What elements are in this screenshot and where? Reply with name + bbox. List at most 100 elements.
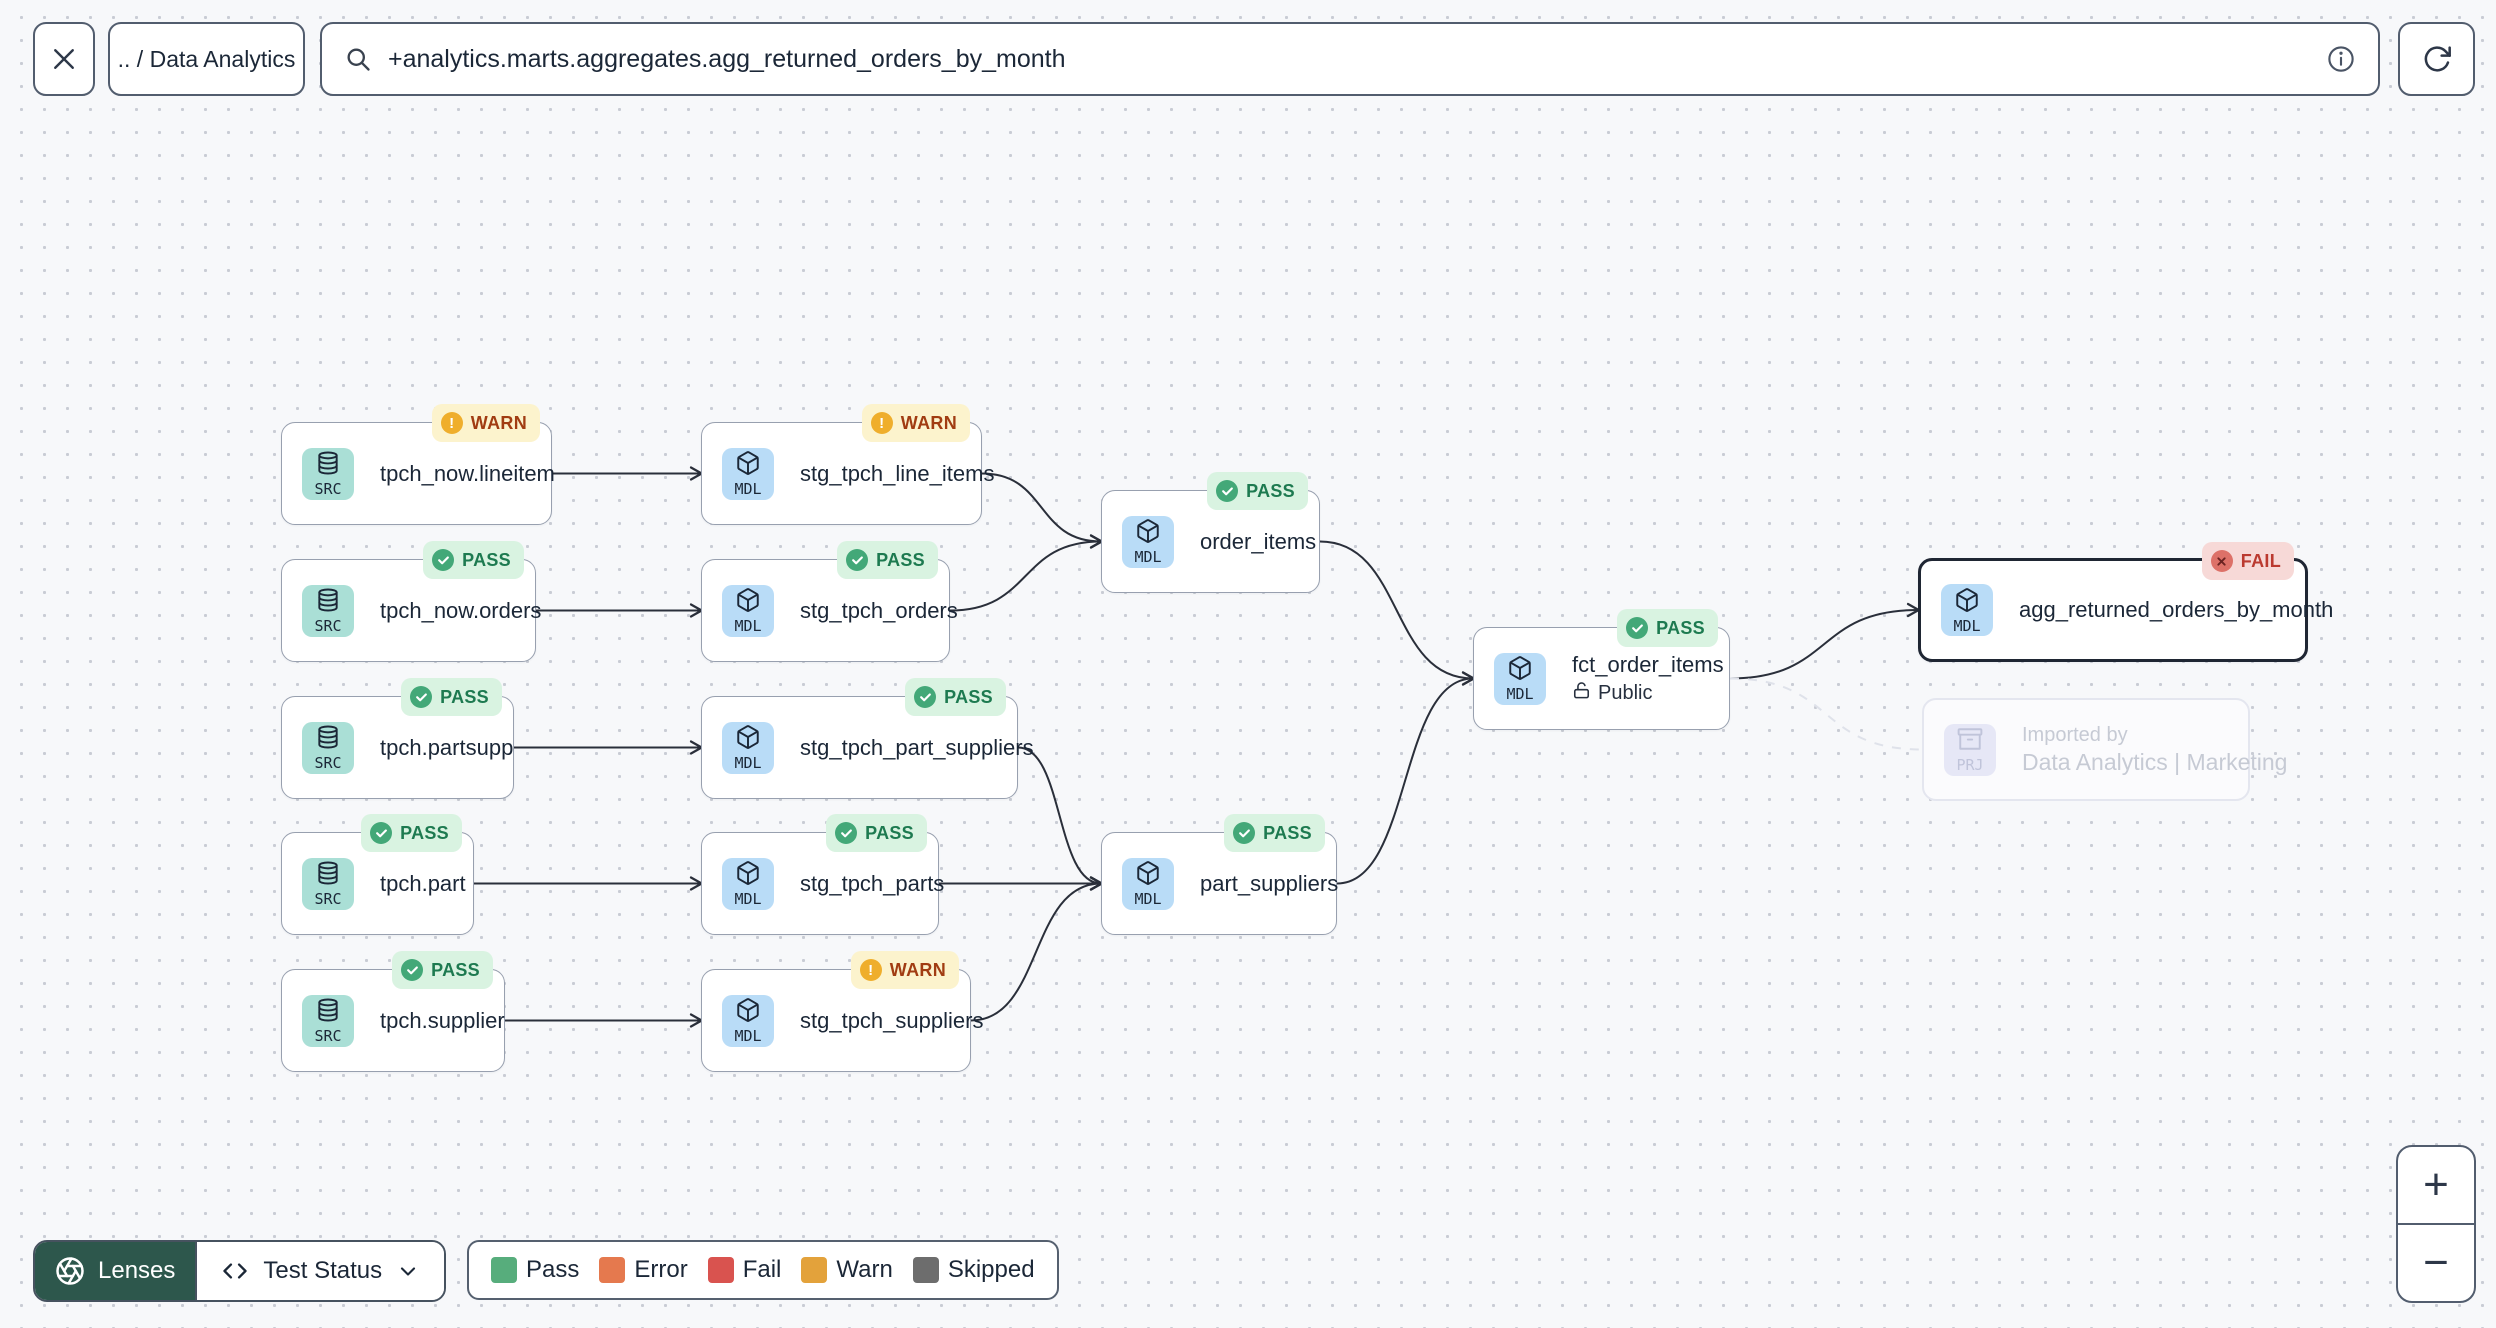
status-badge-pass: PASS [1207, 472, 1308, 510]
node-label: agg_returned_orders_by_month [2019, 597, 2334, 622]
edge-fct_order_items-to-agg_returned_orders_by_month [1729, 602, 1921, 680]
node-label: Data Analytics | Marketing [2022, 749, 2288, 775]
cube-icon [1135, 518, 1161, 549]
node-label: stg_tpch_line_items [800, 460, 995, 486]
close-button[interactable] [33, 22, 95, 96]
node-type-label: MDL [734, 754, 762, 772]
status-badge-label: PASS [1246, 480, 1295, 501]
node-order_items[interactable]: MDL order_items PASS [1101, 472, 1320, 593]
status-badge-label: PASS [1656, 617, 1705, 638]
status-badge-icon [1216, 480, 1239, 502]
project-icon [1957, 726, 1983, 757]
node-type-tile: MDL [1941, 584, 1993, 636]
status-badge-icon [1233, 822, 1256, 844]
unlock-icon [1572, 681, 1591, 706]
legend-label: Fail [742, 1256, 782, 1283]
status-badge-label: PASS [431, 959, 480, 980]
database-icon [315, 587, 341, 618]
cube-icon [735, 997, 761, 1028]
status-badge-pass: PASS [826, 814, 927, 852]
database-icon [315, 450, 341, 481]
cube-icon [735, 724, 761, 755]
node-stg_tpch_line_items[interactable]: MDL stg_tpch_line_items !WARN [701, 404, 995, 525]
status-badge-icon [835, 822, 858, 844]
legend-swatch [491, 1257, 517, 1283]
node-type-tile: MDL [1122, 857, 1174, 910]
node-type-tile: SRC [302, 447, 354, 500]
node-tpch_partsupp[interactable]: SRC tpch.partsupp PASS [281, 678, 514, 799]
zoom-in-button[interactable]: + [2398, 1147, 2474, 1225]
lenses-control-group: Lenses Test Status [33, 1240, 447, 1302]
status-badge-label: PASS [440, 686, 489, 707]
node-type-tile: MDL [722, 447, 774, 500]
node-label: order_items [1200, 528, 1317, 554]
status-badge-pass: PASS [837, 541, 938, 579]
cube-icon [735, 450, 761, 481]
test-status-label: Test Status [263, 1257, 383, 1284]
breadcrumb[interactable]: .. / Data Analytics [108, 22, 305, 96]
edge-part_suppliers-to-fct_order_items [1336, 671, 1476, 885]
node-label: tpch.supplier [380, 1007, 505, 1033]
node-type-tile: MDL [1122, 515, 1174, 568]
status-badge-icon: ! [870, 412, 893, 434]
status-badge-warn: !WARN [850, 951, 959, 989]
edge-order_items-to-fct_order_items [1319, 540, 1476, 686]
legend-label: Pass [526, 1256, 580, 1283]
node-label: tpch_now.orders [380, 597, 542, 623]
zoom-controls: + − [2396, 1145, 2476, 1303]
node-type-label: SRC [314, 617, 342, 635]
node-type-tile: SRC [302, 857, 354, 910]
cube-icon [735, 587, 761, 618]
status-badge-label: PASS [400, 822, 449, 843]
lenses-label: Lenses [98, 1257, 176, 1284]
legend-item-pass: Pass [491, 1256, 579, 1284]
node-type-tile: SRC [302, 721, 354, 774]
status-badge-icon [432, 549, 455, 571]
cube-icon [1954, 587, 1980, 618]
status-badge-icon [1626, 617, 1649, 639]
info-icon[interactable] [2326, 44, 2356, 74]
node-type-tile: MDL [722, 857, 774, 910]
refresh-button[interactable] [2398, 22, 2475, 96]
node-type-label: MDL [1134, 890, 1162, 908]
status-badge-label: PASS [876, 549, 925, 570]
node-type-tile: SRC [302, 584, 354, 637]
edge-stg_tpch_line_items-to-order_items [981, 472, 1104, 549]
search-input[interactable] [388, 44, 2310, 74]
legend-swatch [801, 1257, 828, 1283]
status-badge-icon [401, 959, 424, 981]
node-label: tpch.partsupp [380, 734, 514, 760]
node-type-label: MDL [1506, 685, 1534, 703]
breadcrumb-label: .. / Data Analytics [117, 45, 296, 72]
test-status-dropdown[interactable]: Test Status [195, 1242, 445, 1300]
node-tpch_now_orders[interactable]: SRC tpch_now.orders PASS [281, 541, 542, 662]
search-bar[interactable] [320, 22, 2380, 96]
status-badge-pass: PASS [423, 541, 524, 579]
status-badge-pass: PASS [1224, 814, 1325, 852]
node-type-label: MDL [1953, 616, 1981, 635]
database-icon [315, 997, 341, 1028]
status-badge-label: FAIL [2240, 550, 2281, 571]
lenses-button[interactable]: Lenses [35, 1242, 196, 1300]
status-badge-icon: ! [859, 959, 882, 981]
node-type-label: SRC [314, 754, 342, 772]
edge-stg_tpch_suppliers-to-part_suppliers [970, 876, 1104, 1022]
edge-fct_order_items-to-imported_by [1729, 677, 1923, 751]
database-icon [315, 724, 341, 755]
close-icon [49, 44, 79, 74]
node-agg_returned_orders_by_month[interactable]: MDL agg_returned_orders_by_month FAIL [1918, 542, 2334, 662]
code-icon [221, 1257, 249, 1285]
status-badge-pass: PASS [401, 678, 502, 716]
zoom-out-button[interactable]: − [2423, 1238, 2449, 1287]
status-badge-warn: !WARN [861, 404, 970, 442]
